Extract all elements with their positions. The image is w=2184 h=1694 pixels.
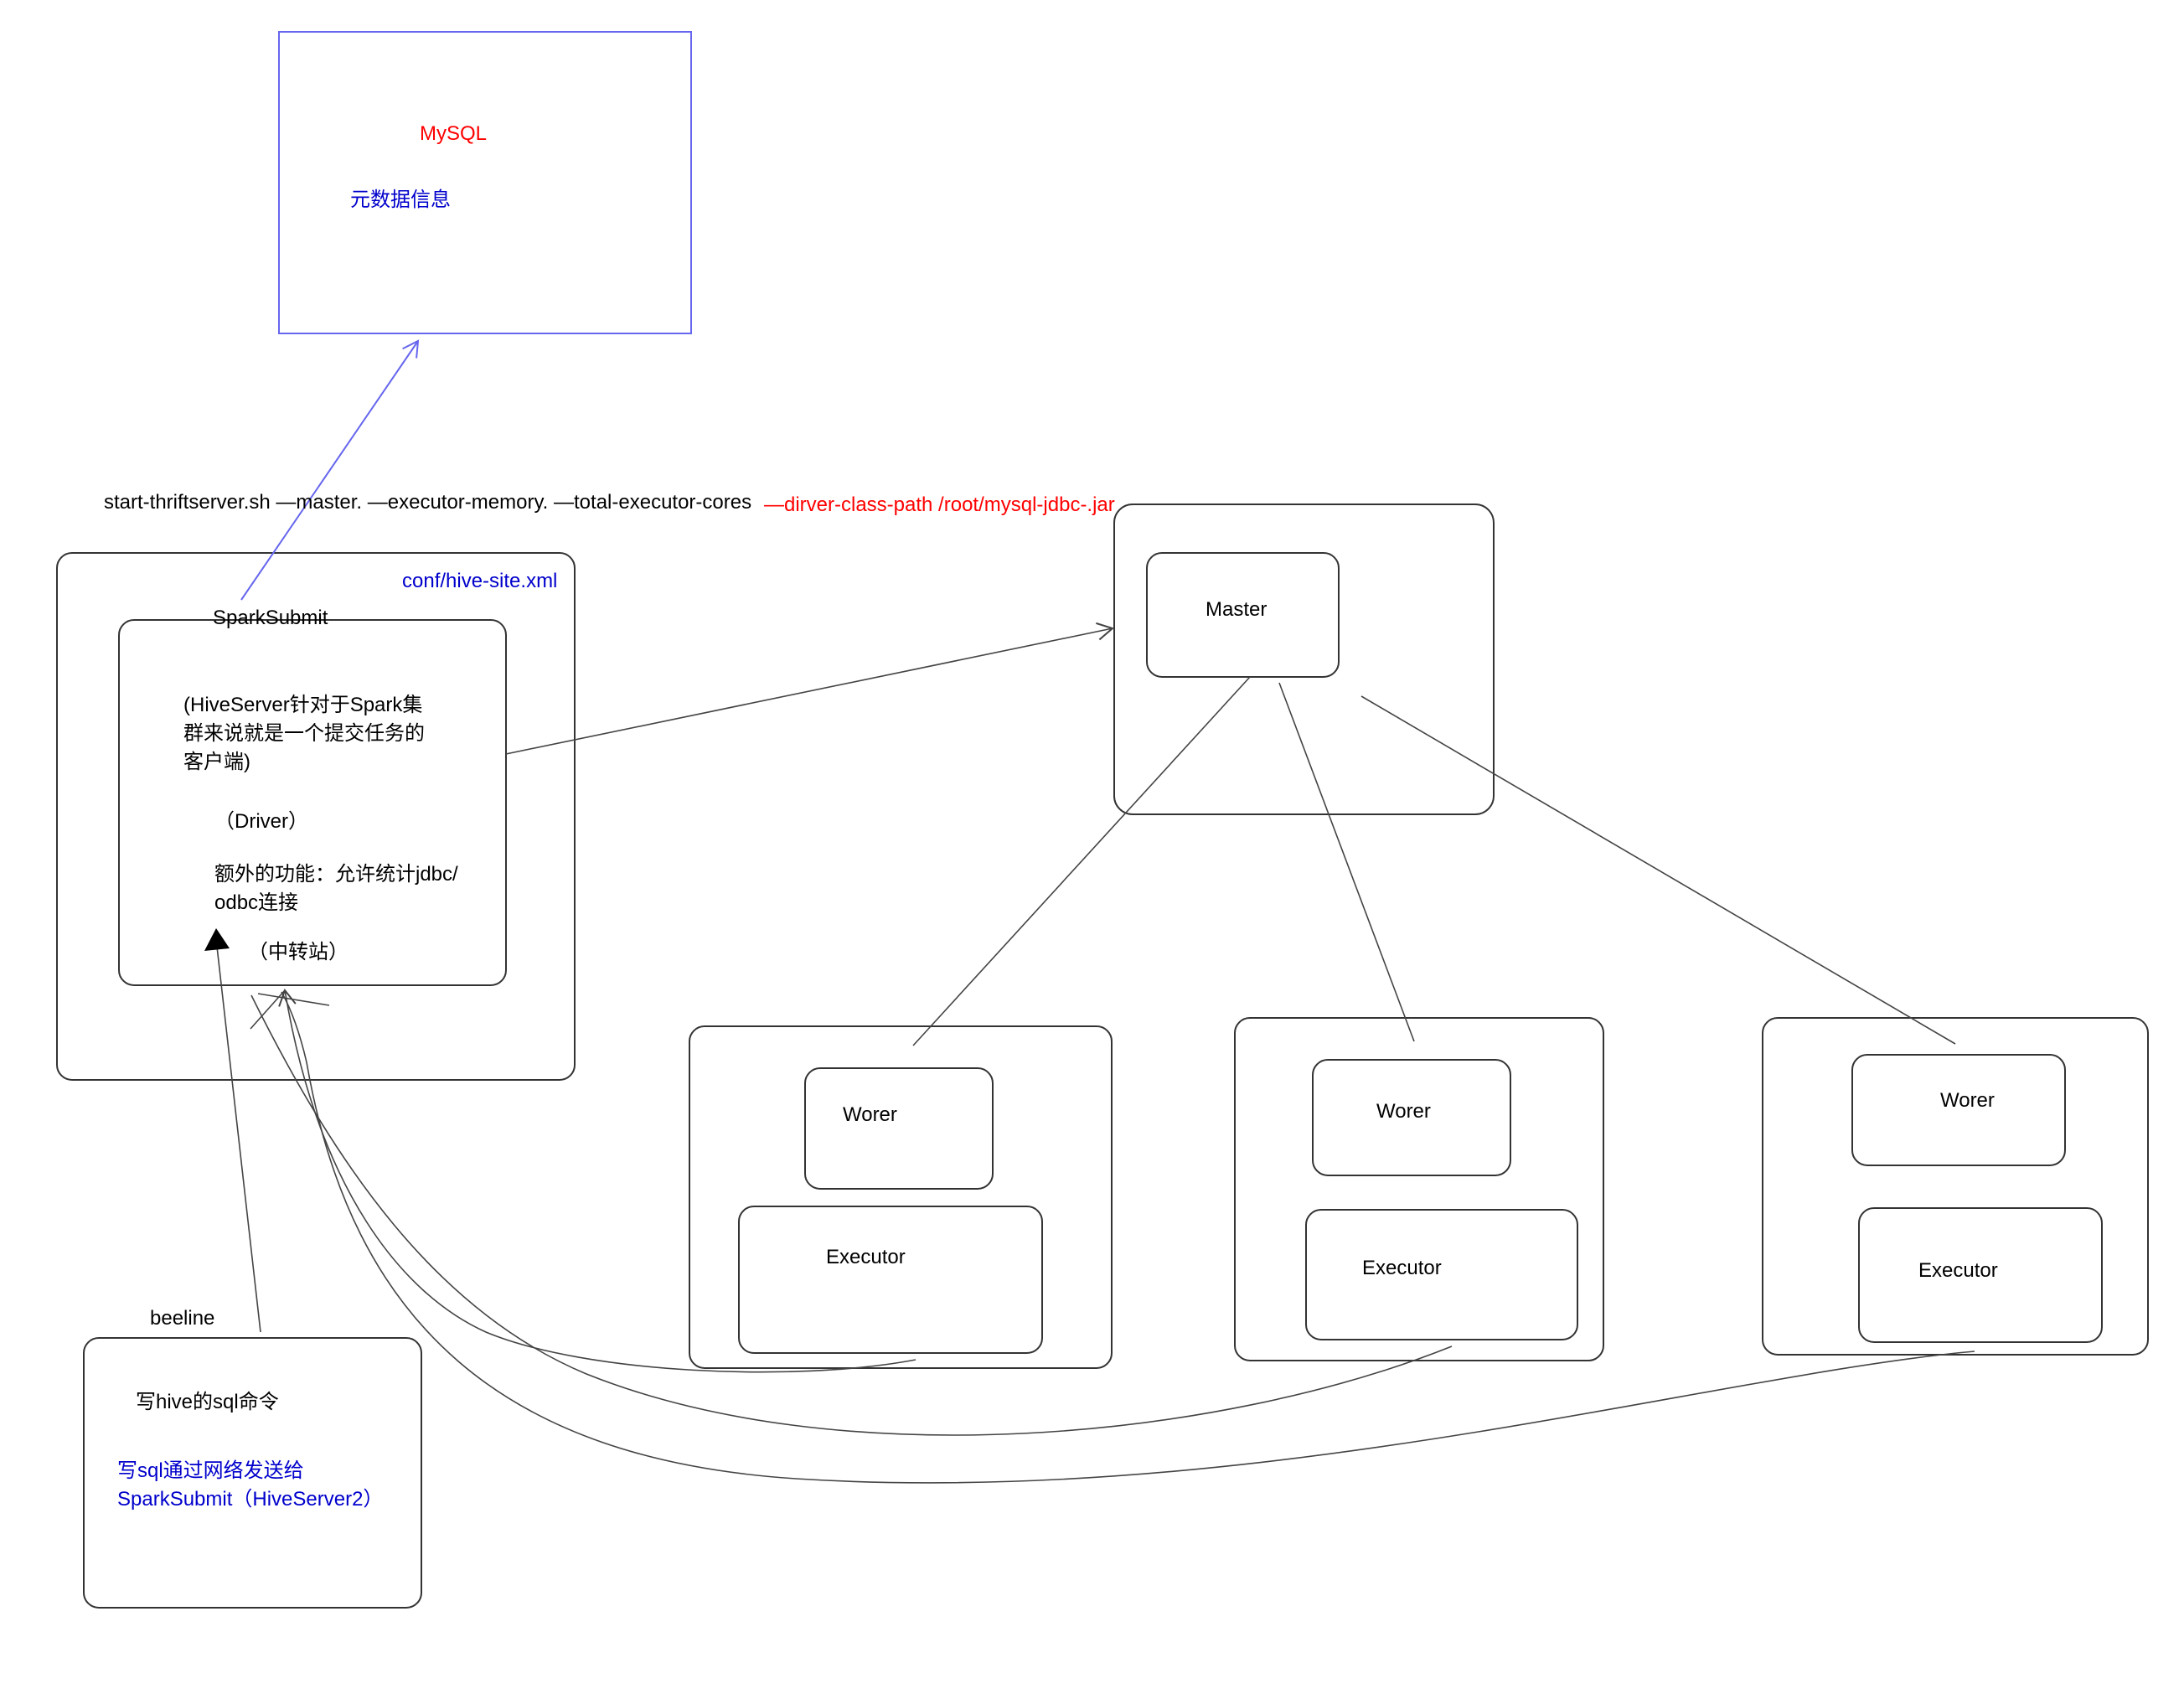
worker-3-box — [1851, 1054, 2066, 1166]
executor-3-box — [1858, 1207, 2103, 1343]
sparksubmit-to-master-arrow — [505, 622, 1115, 755]
mysql-subtitle: 元数据信息 — [350, 189, 451, 211]
beeline-send-line-2: SparkSubmit（HiveServer2） — [117, 1488, 384, 1511]
curve-tip-left — [250, 989, 286, 1030]
sparksubmit-outer-box — [56, 552, 576, 1081]
sparksubmit-to-mysql-arrow — [240, 339, 420, 601]
sparksubmit-label: SparkSubmit — [213, 607, 328, 629]
driver-label: （Driver） — [214, 810, 308, 833]
executor-1-to-sparksubmit-curve — [278, 988, 916, 1373]
executor-1-box — [738, 1206, 1043, 1354]
beeline-box — [83, 1337, 422, 1609]
executor-3-label: Executor — [1918, 1259, 1998, 1282]
master-inner-box — [1146, 552, 1340, 678]
master-label: Master — [1206, 598, 1268, 621]
hiveserver-desc-line-2: 群来说就是一个提交任务的 — [183, 722, 425, 745]
mysql-box — [278, 31, 692, 334]
master-to-worker-3-line — [1360, 695, 1956, 1045]
beeline-send-line-1: 写sql通过网络发送给 — [117, 1459, 304, 1482]
worker-3-label: Worer — [1940, 1089, 1995, 1112]
driver-class-path-option: —dirver-class-path /root/mysql-jdbc-.jar — [764, 493, 1115, 516]
worker-1-label: Worer — [843, 1103, 897, 1126]
executor-2-box — [1305, 1209, 1578, 1340]
curve-tip-right — [257, 993, 330, 1006]
executor-1-label: Executor — [826, 1246, 906, 1268]
hive-site-config-label: conf/hive-site.xml — [402, 570, 558, 592]
master-outer-box — [1113, 504, 1495, 815]
worker-1-box — [804, 1067, 994, 1190]
beeline-arrowhead — [204, 928, 230, 951]
worker-node-3-box — [1762, 1017, 2149, 1356]
hiveserver-desc-line-1: (HiveServer针对于Spark集 — [183, 694, 423, 716]
hiveserver-desc-line-3: 客户端) — [183, 751, 250, 773]
worker-2-box — [1312, 1059, 1511, 1176]
worker-2-label: Worer — [1376, 1100, 1431, 1123]
worker-node-2-box — [1234, 1017, 1604, 1361]
sparksubmit-inner-box — [118, 619, 507, 986]
worker-node-1-box — [689, 1025, 1113, 1369]
extra-feature-line-1: 额外的功能：允许统计jdbc/ — [214, 863, 458, 886]
relay-label: （中转站） — [248, 941, 349, 963]
executor-2-to-sparksubmit-curve — [250, 994, 1453, 1436]
mysql-title: MySQL — [420, 122, 488, 145]
executor-3-to-sparksubmit-curve — [281, 991, 1975, 1484]
executor-2-label: Executor — [1362, 1257, 1442, 1279]
master-to-worker-2-line — [1278, 682, 1415, 1042]
thriftserver-command: start-thriftserver.sh —master. —executor… — [104, 491, 752, 514]
beeline-label: beeline — [150, 1307, 215, 1330]
master-to-worker-1-line — [912, 676, 1251, 1046]
extra-feature-line-2: odbc连接 — [214, 891, 299, 914]
beeline-to-sparksubmit-arrow — [216, 946, 261, 1333]
beeline-action-text: 写hive的sql命令 — [136, 1391, 279, 1413]
